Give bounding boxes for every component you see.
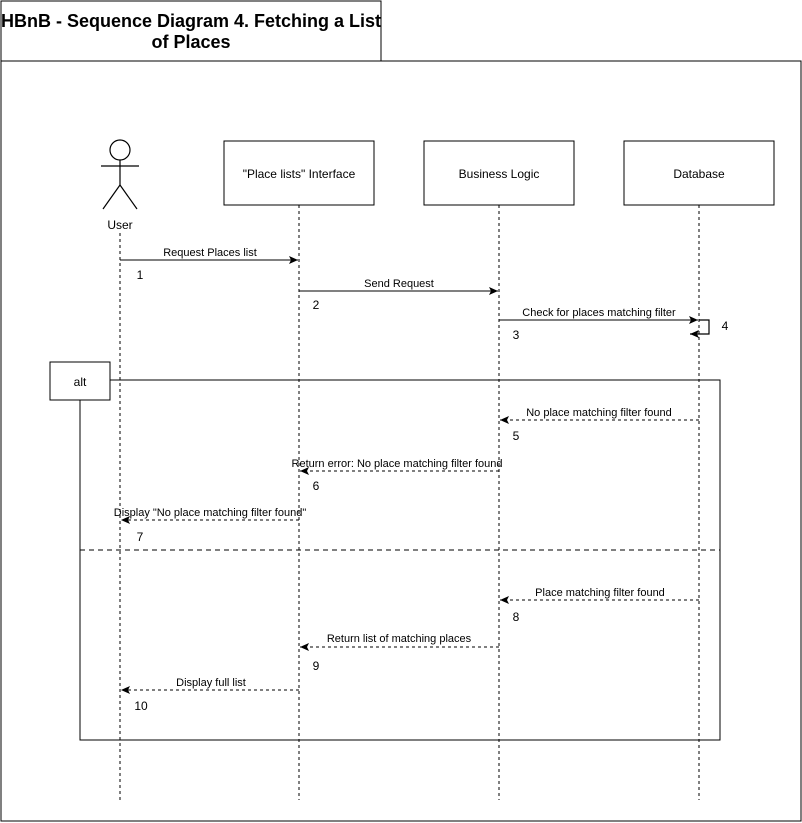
message-9: Return list of matching places 9 bbox=[300, 633, 499, 673]
participant-database: Database bbox=[623, 140, 775, 206]
message-3-label: Check for places matching filter bbox=[522, 307, 676, 319]
message-4: 4 bbox=[690, 319, 729, 338]
title-line-2: of Places bbox=[151, 32, 230, 52]
lifelines bbox=[119, 205, 700, 800]
message-1-number: 1 bbox=[137, 268, 144, 282]
user-actor-icon bbox=[109, 139, 131, 161]
message-9-label: Return list of matching places bbox=[327, 633, 472, 645]
message-8-label: Place matching filter found bbox=[535, 587, 665, 599]
message-3: Check for places matching filter 3 bbox=[499, 307, 698, 342]
user-actor bbox=[101, 139, 139, 210]
participant-logic-label: Business Logic bbox=[459, 167, 540, 181]
message-6: Return error: No place matching filter f… bbox=[292, 458, 503, 493]
message-10-label: Display full list bbox=[176, 677, 246, 689]
message-7: Display "No place matching filter found"… bbox=[114, 507, 307, 544]
message-5-number: 5 bbox=[513, 429, 520, 443]
message-6-number: 6 bbox=[313, 479, 320, 493]
participant-interface-label: "Place lists" Interface bbox=[243, 167, 356, 181]
message-1: Request Places list 1 bbox=[120, 247, 298, 282]
diagram-frame bbox=[0, 60, 802, 822]
message-1-label: Request Places list bbox=[163, 247, 257, 259]
title-line-1: HBnB - Sequence Diagram 4. Fetching a Li… bbox=[1, 11, 381, 31]
message-3-number: 3 bbox=[513, 328, 520, 342]
message-7-label: Display "No place matching filter found" bbox=[114, 507, 307, 519]
message-6-label: Return error: No place matching filter f… bbox=[292, 458, 503, 470]
message-2-label: Send Request bbox=[364, 278, 434, 290]
alt-label: alt bbox=[74, 375, 87, 389]
message-2: Send Request 2 bbox=[299, 278, 498, 312]
participant-database-label: Database bbox=[673, 167, 725, 181]
message-8: Place matching filter found 8 bbox=[500, 587, 699, 624]
message-5: No place matching filter found 5 bbox=[500, 407, 699, 443]
message-9-number: 9 bbox=[313, 659, 320, 673]
participant-logic: Business Logic bbox=[423, 140, 575, 206]
title-box: HBnB - Sequence Diagram 4. Fetching a Li… bbox=[0, 0, 382, 62]
message-7-number: 7 bbox=[137, 530, 144, 544]
participant-user-label: User bbox=[107, 218, 132, 232]
message-4-number: 4 bbox=[722, 319, 729, 333]
message-2-number: 2 bbox=[313, 298, 320, 312]
message-8-number: 8 bbox=[513, 610, 520, 624]
participant-interface: "Place lists" Interface bbox=[223, 140, 375, 206]
message-10: Display full list 10 bbox=[121, 677, 299, 713]
message-5-label: No place matching filter found bbox=[526, 407, 672, 419]
message-10-number: 10 bbox=[134, 699, 148, 713]
alt-fragment: alt bbox=[49, 361, 721, 741]
alt-tag bbox=[49, 361, 111, 401]
